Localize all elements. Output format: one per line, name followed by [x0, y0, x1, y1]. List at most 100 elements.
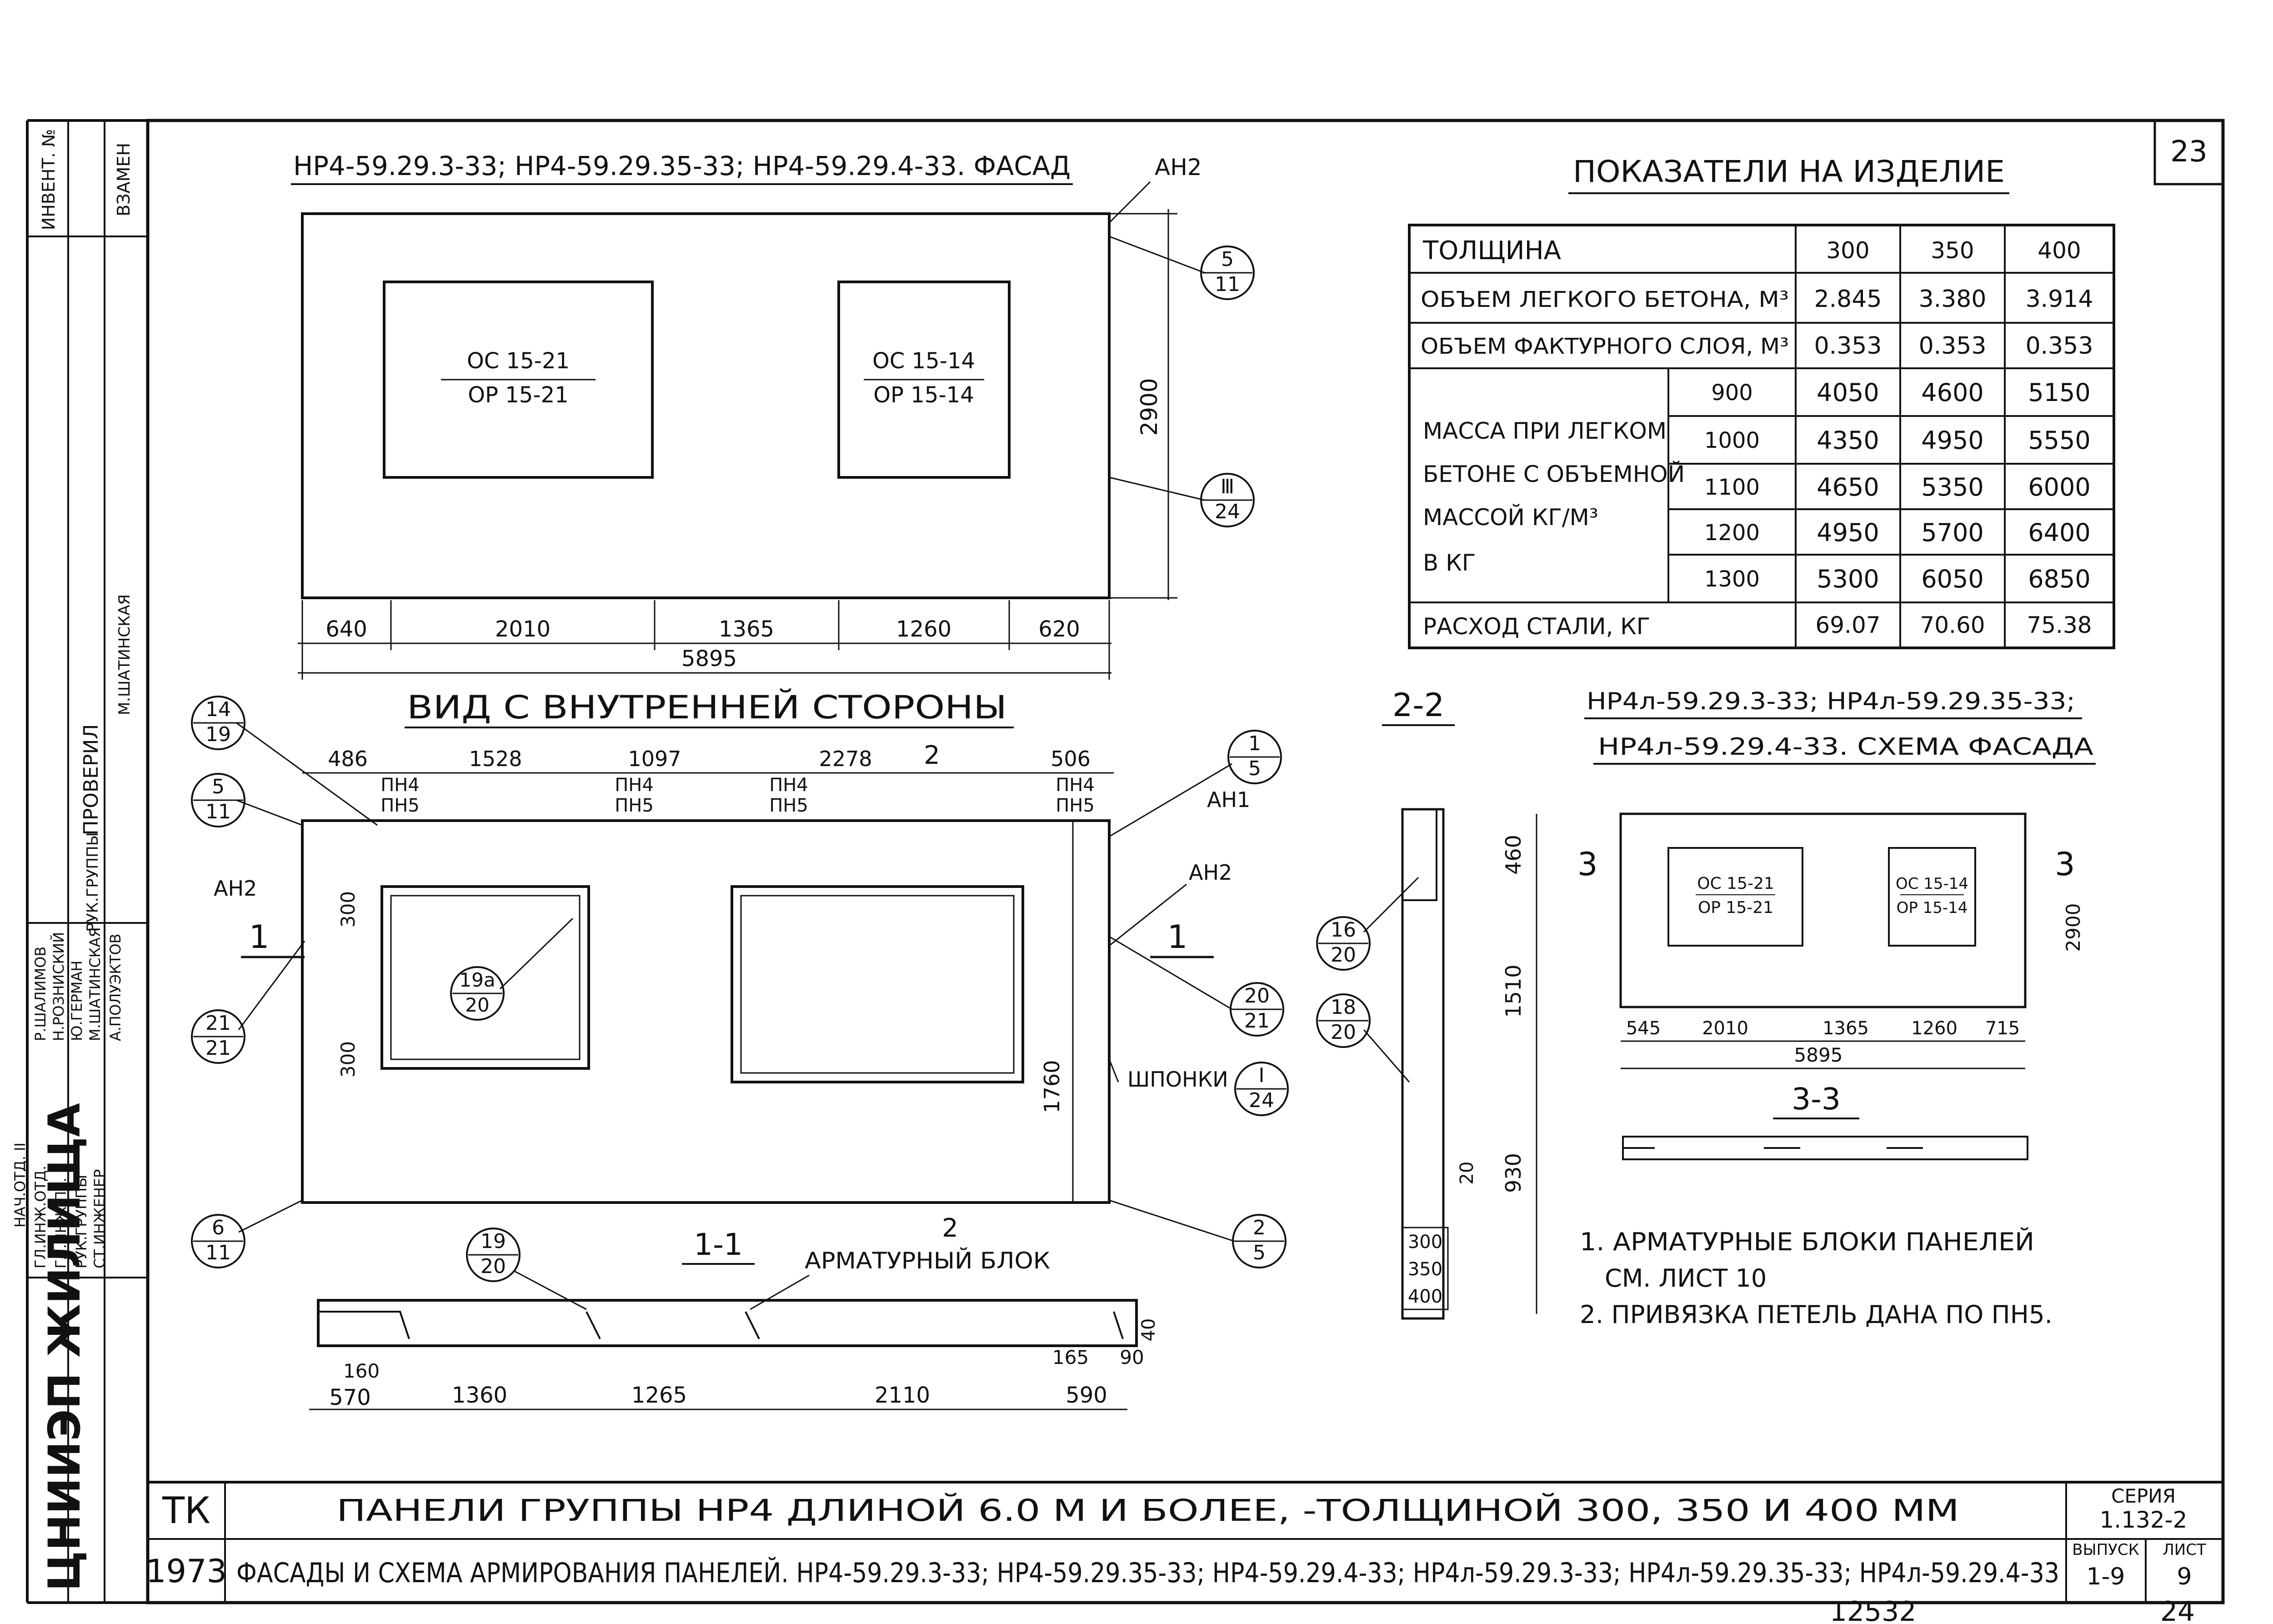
- stamp-name-0: Р.ШАЛИМОВ: [32, 947, 49, 1041]
- leader-1-5: [1109, 763, 1232, 837]
- title-year: 1973: [146, 1553, 227, 1590]
- callout-I-24-bottom: 24: [1249, 1089, 1274, 1112]
- scheme-title-line-2: НР4л-59.29.4-33. СХЕМА ФАСАДА: [1598, 733, 2094, 761]
- facade-window-1-bottom: ОР 15-21: [468, 382, 568, 408]
- stamp-row-0: НАЧ.ОТД. II: [11, 1143, 29, 1228]
- texture-350: 0.353: [1919, 332, 1987, 360]
- scheme-window-1-bottom: ОР 15-21: [1698, 898, 1773, 917]
- callout-1-5-top: 1: [1248, 732, 1261, 755]
- leader-5-11: [236, 799, 303, 826]
- facade-dim-1: 2010: [495, 617, 551, 642]
- facade-callout-leader-1: [1109, 236, 1205, 274]
- facade-callout-III-24: [1200, 473, 1255, 527]
- mass-1100-300: 4650: [1817, 473, 1879, 501]
- stamp-ruk: РУК.ГРУППЫ: [84, 832, 102, 932]
- inner-top-dim-0: 486: [328, 747, 368, 771]
- facade-dim-3: 1260: [896, 617, 951, 642]
- loop-1-bottom: ПН5: [381, 795, 420, 816]
- loop-3-bottom: ПН5: [769, 795, 808, 816]
- section-1-1-slab: [317, 1299, 1138, 1347]
- scheme-cut-left: 3: [1577, 846, 1598, 883]
- armature-block-label: АРМАТУРНЫЙ БЛОК: [805, 1247, 1050, 1274]
- section-2-2-dim-460: 460: [1501, 835, 1526, 875]
- inner-section-2-mark-bottom: 2: [942, 1213, 958, 1243]
- section-1-1-dim-4: 590: [1066, 1383, 1107, 1408]
- indicators-title: ПОКАЗАТЕЛИ НА ИЗДЕЛИЕ: [1573, 154, 2005, 189]
- facade-window-1-top: ОС 15-21: [467, 348, 570, 374]
- inner-window-1: [381, 885, 590, 1070]
- mass-label-line-4: В КГ: [1423, 550, 1476, 576]
- inner-dim-300-a: 300: [337, 891, 359, 927]
- callout-2-5: [1232, 1214, 1287, 1268]
- callout-5-11-top: 5: [212, 775, 225, 798]
- scheme-height: 2900: [2062, 903, 2084, 952]
- inner-window-1-inner: [390, 895, 581, 1060]
- callout-2-5-top: 2: [1253, 1216, 1266, 1239]
- mass-1000-400: 5550: [2028, 426, 2090, 455]
- loop-2-top: ПН4: [615, 775, 654, 796]
- callout-19a-20: [450, 966, 505, 1021]
- armature-block-leader: [750, 1274, 810, 1310]
- light-concrete-350: 3.380: [1919, 286, 1987, 313]
- callout-I-24: [1234, 1062, 1289, 1116]
- section-2-2-thick-300: 300: [1408, 1232, 1442, 1253]
- callout-18-20-leader: [1363, 1029, 1410, 1083]
- scheme-total: 5895: [1794, 1044, 1843, 1066]
- light-concrete-300: 2.845: [1814, 286, 1882, 313]
- section-2-2-dim-930: 930: [1501, 1153, 1526, 1193]
- thickness-400: 400: [2038, 237, 2081, 264]
- mass-1300-350: 6050: [1921, 565, 1983, 593]
- facade-an2-leader: [1108, 181, 1151, 224]
- scheme-dim-3: 1260: [1911, 1018, 1958, 1039]
- callout-21-21: [191, 1009, 245, 1064]
- light-concrete-label: ОБЪЕМ ЛЕГКОГО БЕТОНА, М³: [1421, 287, 1789, 312]
- stamp-name-4: А.ПОЛУЭКТОВ: [107, 933, 124, 1041]
- facade-callout-5-11-bottom: 11: [1215, 273, 1240, 296]
- inner-loop-labels: ПН4 ПН5 ПН4 ПН5 ПН4 ПН5 ПН4 ПН5: [381, 775, 1095, 816]
- footer-page: 24: [2160, 1596, 2195, 1624]
- leader-19a-20: [499, 917, 574, 990]
- title-issue: 1-9: [2087, 1563, 2125, 1590]
- stamp-name-2: Ю.ГЕРМАН: [68, 961, 85, 1041]
- callout-16-20: [1316, 916, 1371, 971]
- callout-19-20-bottom: 20: [481, 1255, 506, 1278]
- mass-900-400: 5150: [2028, 378, 2090, 407]
- stamp-row-2-label: ГЛ.ИНЖ.ПР.: [52, 1178, 70, 1268]
- stamp-invent: ИНВЕНТ. №: [39, 129, 59, 231]
- callout-18-20-bottom: 20: [1331, 1021, 1356, 1044]
- scheme-window-1-top: ОС 15-21: [1697, 874, 1774, 893]
- stamp-name-3: М.ШАТИНСКАЯ: [86, 927, 104, 1041]
- indicators-table: ПОКАЗАТЕЛИ НА ИЗДЕЛИЕ ТОЛЩИНА 300 350 40…: [1408, 154, 2115, 649]
- callout-21-21-bottom: 21: [205, 1037, 231, 1060]
- inner-dim-300-b: 300: [337, 1041, 359, 1078]
- mass-1000-350: 4950: [1921, 426, 1983, 455]
- steel-300: 69.07: [1815, 612, 1880, 638]
- callout-14-19-top: 14: [205, 698, 231, 721]
- steel-label: РАСХОД СТАЛИ, КГ: [1423, 613, 1650, 640]
- stamp-row-4-label: СТ.ИНЖЕНЕР: [91, 1169, 108, 1268]
- scheme-cut-right: 3: [2055, 846, 2075, 883]
- leader-20-21: [1109, 936, 1232, 1010]
- title-line-1: ПАНЕЛИ ГРУППЫ НР4 ДЛИНОЙ 6.0 М И БОЛЕЕ, …: [336, 1493, 1959, 1528]
- left-stamp: ИНВЕНТ. № ВЗАМЕН ПРОВЕРИЛ РУК.ГРУППЫ М.Ш…: [11, 120, 148, 1603]
- section-2-2-thick-400: 400: [1408, 1286, 1442, 1307]
- section-3-3-profile: [1622, 1136, 2028, 1160]
- callout-6-11: [191, 1214, 245, 1268]
- inner-an1: АН1: [1207, 787, 1250, 812]
- inner-window-2: [731, 885, 1024, 1083]
- mass-label-line-3: МАССОЙ КГ/М³: [1423, 504, 1598, 531]
- facade-dim-ticks: [301, 600, 1110, 680]
- mass-1300-400: 6850: [2028, 565, 2090, 593]
- callout-19a-20-top: 19а: [459, 969, 495, 991]
- leader-6-11: [238, 1199, 303, 1233]
- section-1-1-dim-0: 570: [329, 1385, 371, 1410]
- section-1-left: 1: [249, 918, 270, 956]
- facade-dim-2: 1365: [719, 617, 774, 642]
- section-1-1-dim-1: 1360: [452, 1383, 507, 1408]
- scheme-panel: [1619, 812, 2027, 1008]
- leader-2-5: [1109, 1199, 1235, 1242]
- inner-top-dim-4: 506: [1051, 747, 1091, 771]
- callout-18-20-top: 18: [1331, 996, 1356, 1019]
- thickness-300: 300: [1826, 237, 1869, 264]
